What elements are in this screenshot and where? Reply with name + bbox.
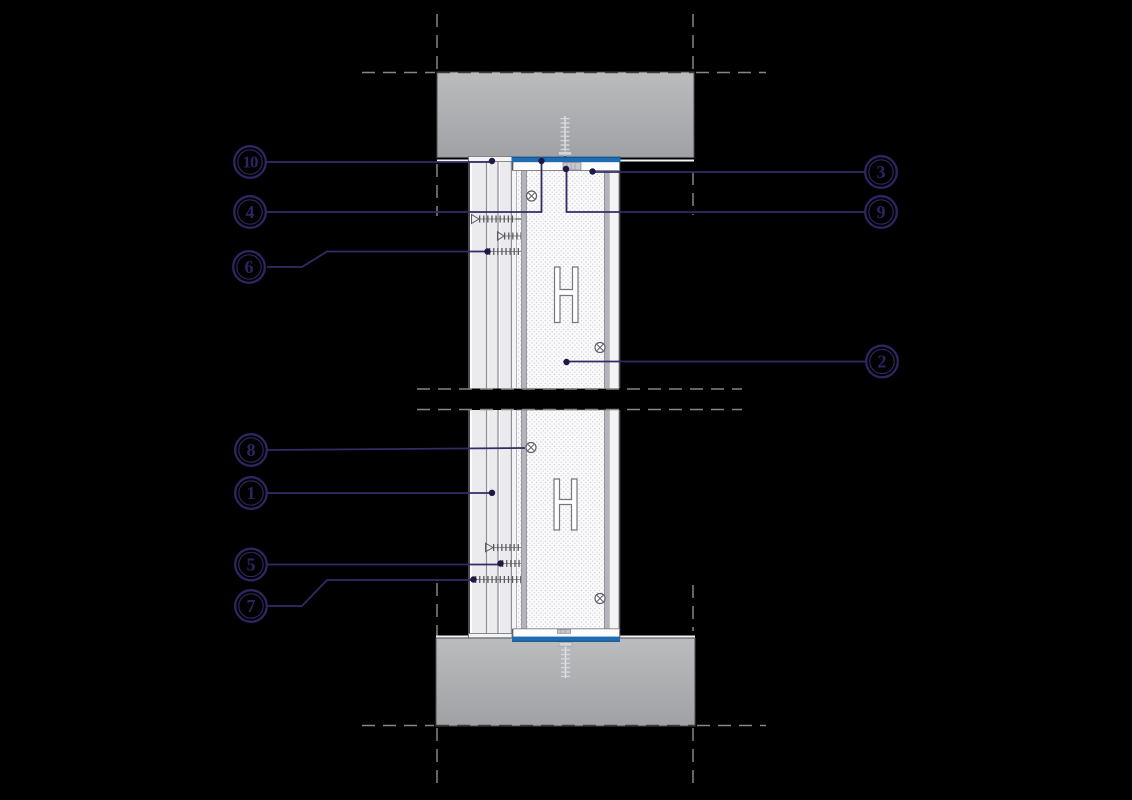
callout-1-number: 1: [247, 483, 256, 503]
stud-flange-line-left: [521, 170, 527, 389]
callout-8: 8: [234, 433, 268, 467]
callout-6: 6: [232, 250, 266, 284]
liner-panel-bottom: [512, 409, 621, 637]
anchor-icon-bottom: [558, 642, 573, 678]
h-stud-icon-bottom: [553, 478, 578, 531]
sealant-strip-bottom: [512, 636, 620, 642]
wall-assembly-top-section: [468, 156, 621, 389]
stud-flange-line-left: [521, 409, 527, 630]
leader-line-7: [266, 579, 472, 607]
callout-5-number: 5: [247, 555, 256, 575]
screw-icon-top-2: [497, 230, 521, 242]
callout-3: 3: [864, 155, 898, 189]
slab-edge-highlights: [436, 159, 695, 638]
boards-bottom-cap: [468, 633, 513, 639]
stud-flange-line-right: [604, 409, 610, 630]
leader-end-dots: [470, 157, 596, 583]
callout-2: 2: [865, 344, 899, 379]
construction-dashed-lines: [362, 14, 766, 789]
cross-fastener-icon: [525, 190, 538, 202]
callout-5: 5: [234, 547, 268, 582]
leader-line-9: [565, 170, 865, 213]
track-clip-bottom: [557, 628, 571, 634]
leader-line-8: [265, 447, 526, 451]
gypsum-face-boards-bottom: [468, 410, 513, 639]
concrete-slab-top: [436, 71, 695, 163]
concrete-slab-bottom: [435, 637, 696, 727]
h-stud-icon-top: [553, 266, 579, 324]
callout-10: 10: [233, 145, 267, 179]
leader-line-4: [266, 163, 543, 213]
callout-4-number: 4: [246, 202, 255, 222]
callout-7: 7: [234, 589, 268, 623]
callout-3-number: 3: [877, 162, 886, 182]
callout-9-number: 9: [877, 202, 886, 222]
callout-7-number: 7: [247, 596, 256, 616]
sealant-strip-top: [511, 157, 621, 163]
callout-4: 4: [233, 195, 267, 229]
callout-10-number: 10: [243, 153, 259, 172]
leader-line-6: [267, 250, 486, 268]
callout-6-number: 6: [245, 257, 254, 277]
liner-panel-top: [512, 161, 621, 389]
wall-assembly-bottom-section: [468, 409, 621, 642]
callout-2-number: 2: [878, 352, 887, 372]
stud-flange-line-right: [604, 170, 610, 389]
cross-fastener-icon: [594, 341, 606, 354]
screw-icon-top-1: [471, 213, 521, 225]
section-break-lines: [417, 388, 742, 411]
cross-fastener-icon: [525, 441, 537, 454]
leader-lines: [265, 161, 866, 607]
callout-1: 1: [234, 476, 268, 510]
gypsum-face-boards-top: [468, 156, 513, 389]
cross-fastener-icon: [594, 592, 606, 605]
callout-8-number: 8: [247, 440, 256, 460]
callout-9: 9: [864, 195, 898, 229]
screw-icon-bottom-1: [485, 542, 521, 553]
